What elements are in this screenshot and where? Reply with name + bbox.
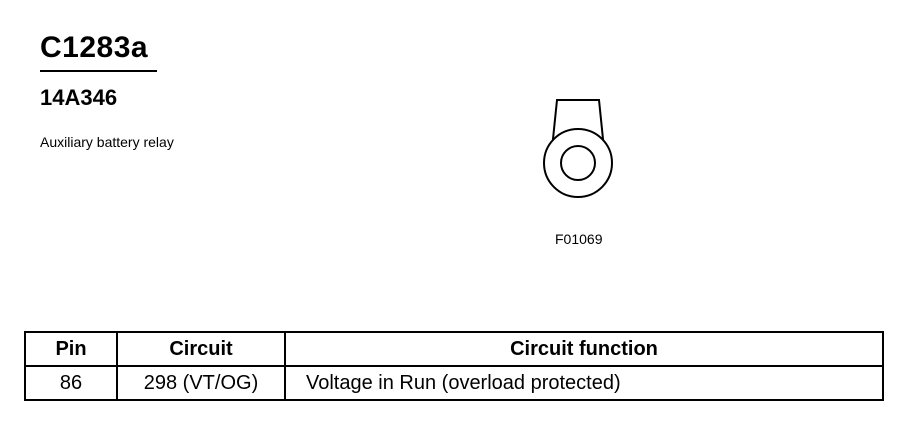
connector-face-drawing (543, 99, 613, 198)
connector-outer-ring (543, 128, 613, 198)
connector-id: C1283a (40, 31, 149, 64)
figure-code: F01069 (555, 231, 603, 247)
cell-circuit-function: Voltage in Run (overload protected) (284, 365, 884, 401)
column-header-pin: Pin (24, 331, 118, 367)
connector-id-underline (40, 70, 157, 72)
column-header-circuit: Circuit (116, 331, 286, 367)
connector-inner-ring (560, 145, 596, 181)
connector-description: Auxiliary battery relay (40, 134, 174, 150)
pin-table: Pin Circuit Circuit function 86 298 (VT/… (24, 331, 884, 401)
table-header-row: Pin Circuit Circuit function (24, 331, 884, 367)
cell-circuit: 298 (VT/OG) (116, 365, 286, 401)
column-header-circuit-function: Circuit function (284, 331, 884, 367)
table-row: 86 298 (VT/OG) Voltage in Run (overload … (24, 365, 884, 401)
part-number: 14A346 (40, 85, 118, 110)
cell-pin: 86 (24, 365, 118, 401)
